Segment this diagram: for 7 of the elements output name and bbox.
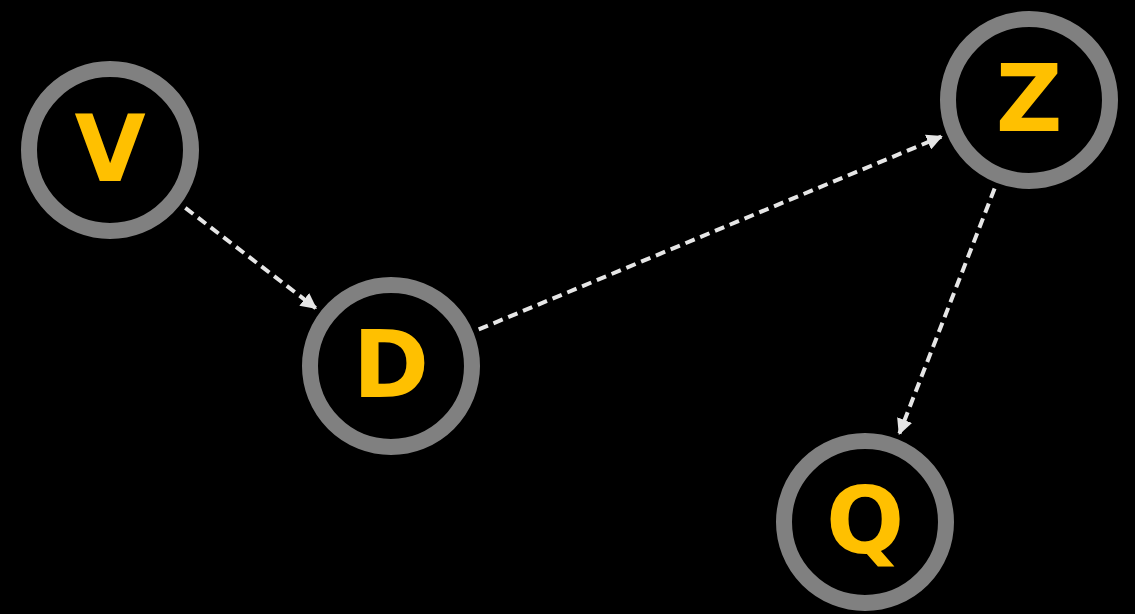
arrow — [184, 206, 317, 310]
node-letter: Q — [825, 476, 905, 568]
arrow — [477, 134, 943, 332]
arrow — [897, 187, 997, 435]
node-letter: D — [352, 320, 430, 412]
node-letter: V — [74, 104, 146, 196]
node-letter: Z — [995, 54, 1063, 146]
